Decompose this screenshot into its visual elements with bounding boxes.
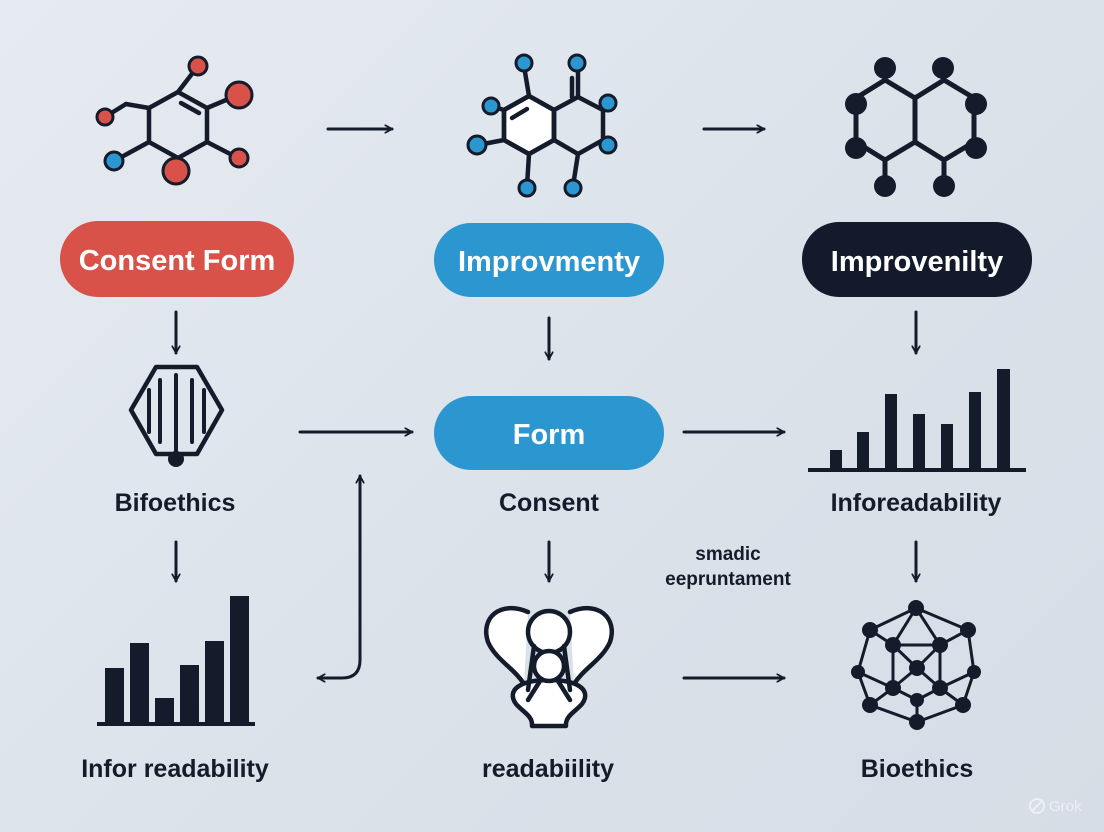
bar-chart-left-icon bbox=[97, 596, 255, 726]
label-readabiility: readabiility bbox=[482, 755, 614, 783]
improvmenty-pill-label: Improvmenty bbox=[458, 246, 640, 278]
form-pill-label: Form bbox=[513, 419, 586, 451]
watermark-text: Grok bbox=[1049, 798, 1082, 815]
consent-form-pill-label: Consent Form bbox=[79, 245, 276, 277]
improvenilty-pill-label: Improvenilty bbox=[831, 246, 1003, 278]
bar-chart-right-icon bbox=[808, 369, 1026, 472]
improvmenty-pill: Improvmenty bbox=[434, 223, 664, 297]
hexagon-bars-icon bbox=[128, 364, 225, 467]
label-infor-readability: Infor readability bbox=[81, 755, 269, 783]
grok-watermark: Grok bbox=[1029, 798, 1082, 815]
note-line-1: smadic bbox=[695, 544, 761, 565]
label-consent: Consent bbox=[499, 489, 600, 517]
person-figure-icon bbox=[484, 605, 614, 729]
network-molecule-icon bbox=[851, 600, 981, 730]
note-line-2: eepruntament bbox=[665, 569, 791, 590]
molecule-dark-icon bbox=[845, 57, 987, 197]
improvenilty-pill: Improvenilty bbox=[802, 222, 1032, 297]
molecule-blue-icon bbox=[466, 53, 618, 198]
form-pill: Form bbox=[434, 396, 664, 470]
arrow-left-loop bbox=[316, 658, 362, 678]
molecule-red-icon bbox=[95, 55, 254, 186]
label-inforeadability: Inforeadability bbox=[831, 489, 1002, 517]
label-bifoethics: Bifoethics bbox=[115, 489, 236, 517]
label-bioethics: Bioethics bbox=[861, 755, 974, 783]
consent-form-pill: Consent Form bbox=[60, 221, 294, 297]
